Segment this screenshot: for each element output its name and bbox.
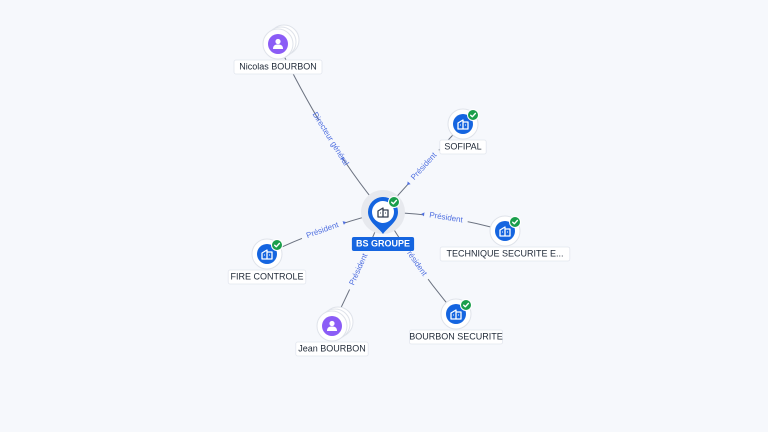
edge-label-nicolas: Directeur général [311,110,351,167]
check-icon [509,216,521,228]
node-sofipal[interactable]: SOFIPAL [439,108,487,155]
node-label: TECHNIQUE SECURITE E... [439,246,571,262]
node-bourbon_securite[interactable]: BOURBON SECURITE [409,298,503,345]
node-name: Nicolas BOURBON [239,61,317,71]
edge-label-fire: Président [305,220,341,240]
edge-label-bg [300,218,345,243]
node-technique[interactable]: TECHNIQUE SECURITE E... [439,215,571,262]
edge-label-bg [314,117,347,161]
node-label: BOURBON SECURITE [409,329,503,345]
center-name: BS GROUPE [356,238,410,248]
node-label: Nicolas BOURBON [233,59,323,75]
node-name: SOFIPAL [444,141,481,151]
center-layer: BS GROUPE [351,190,415,251]
node-jean[interactable]: Jean BOURBON [295,306,369,357]
nodes-layer: Nicolas BOURBON SOFIPAL TECHNIQUE SECURITE… [227,24,571,357]
check-icon [271,239,283,251]
node-label: Jean BOURBON [295,341,369,357]
node-label-bg [409,329,503,345]
center-node[interactable]: BS GROUPE [351,190,415,251]
node-fire[interactable]: FIRE CONTROLE [227,238,307,285]
node-label-bg [227,269,307,285]
center-label: BS GROUPE [351,237,415,251]
edge-arrow-technique [421,212,425,217]
edge-arrow-sofipal [407,181,411,185]
node-label-bg [233,59,323,75]
edge-label-bg [405,146,443,187]
edge-label-bg [345,247,373,292]
check-icon [388,196,400,208]
center-label-bg [351,237,415,251]
node-label-bg [439,246,571,262]
edge-label-sofipal: Président [409,150,439,182]
edge-label-bg [423,209,469,227]
node-label: FIRE CONTROLE [227,269,307,285]
node-name: TECHNIQUE SECURITE E... [446,248,563,258]
node-nicolas[interactable]: Nicolas BOURBON [233,24,323,75]
edge-arrow-fire [342,221,347,225]
node-label-bg [295,341,369,357]
node-name: BOURBON SECURITE [409,331,503,341]
check-icon [467,109,479,121]
node-label: SOFIPAL [439,139,487,155]
edge-arrow-nicolas [340,156,344,161]
node-name: Jean BOURBON [298,343,366,353]
check-icon [460,299,472,311]
node-name: FIRE CONTROLE [230,271,303,281]
node-label-bg [439,139,487,155]
